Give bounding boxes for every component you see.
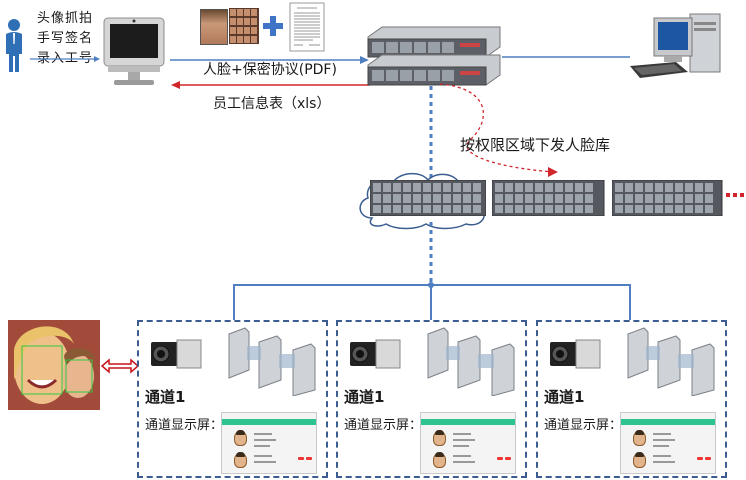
camera-icon	[350, 339, 401, 369]
more-storage-indicator	[726, 193, 746, 197]
channel-screen-label: 通道显示屏：	[544, 418, 623, 433]
storage-array-icon	[370, 180, 486, 216]
storage-array-icon-2	[492, 180, 605, 216]
channel-box-3: 通道1 通道显示屏：	[536, 320, 727, 478]
double-arrow-icon	[101, 358, 139, 374]
face-photo-icon	[8, 320, 100, 410]
channel-box-2: 通道1 通道显示屏：	[336, 320, 527, 478]
face-thumbnail	[234, 452, 247, 468]
document-icon	[289, 2, 325, 52]
enroll-step-signature: 手写签名	[37, 31, 94, 46]
storage-tree-connector	[429, 222, 433, 286]
download-arrow-label: 员工信息表（xls）	[213, 96, 331, 112]
server-storage-connector	[429, 86, 433, 186]
upload-arrow-label: 人脸+保密协议(PDF)	[203, 62, 337, 78]
rack-server-icon	[367, 26, 501, 86]
storage-array-icon-3	[612, 180, 723, 216]
monitor-icon	[103, 17, 165, 85]
upload-arrow	[170, 56, 369, 64]
distribute-label: 按权限区域下发人脸库	[460, 136, 611, 154]
server-pc-connector	[502, 56, 630, 58]
plus-icon	[263, 16, 283, 36]
camera-icon	[151, 339, 202, 369]
channel-screen-label: 通道显示屏：	[145, 418, 224, 433]
person-icon	[6, 19, 22, 72]
enroll-steps: 头像抓拍 手写签名 录入工号	[37, 9, 93, 69]
face-photo-icon	[200, 9, 228, 45]
channel-box-1: 通道1 通道显示屏：	[137, 320, 328, 478]
distribute-arrow	[439, 83, 558, 177]
face-thumbnail	[234, 430, 247, 446]
camera-icon	[550, 339, 601, 369]
channel-title: 通道1	[145, 388, 186, 406]
channel-title: 通道1	[344, 388, 385, 406]
enroll-connector	[30, 56, 100, 62]
distribution-tree	[233, 282, 631, 320]
turnstile-icon	[427, 327, 515, 396]
download-arrow	[171, 81, 370, 89]
face-thumbnail	[633, 452, 646, 468]
face-thumbnail	[433, 430, 446, 446]
channel-display-screen	[221, 412, 317, 474]
face-thumbnail	[633, 430, 646, 446]
channel-display-screen	[620, 412, 716, 474]
turnstile-icon	[228, 327, 316, 396]
channel-title: 通道1	[544, 388, 585, 406]
channel-display-screen	[420, 412, 516, 474]
channel-screen-label: 通道显示屏：	[344, 418, 423, 433]
turnstile-icon	[627, 327, 715, 396]
face-mosaic-icon	[229, 8, 259, 44]
desktop-pc-icon	[630, 13, 721, 78]
enroll-step-capture: 头像抓拍	[37, 11, 94, 26]
face-thumbnail	[433, 452, 446, 468]
